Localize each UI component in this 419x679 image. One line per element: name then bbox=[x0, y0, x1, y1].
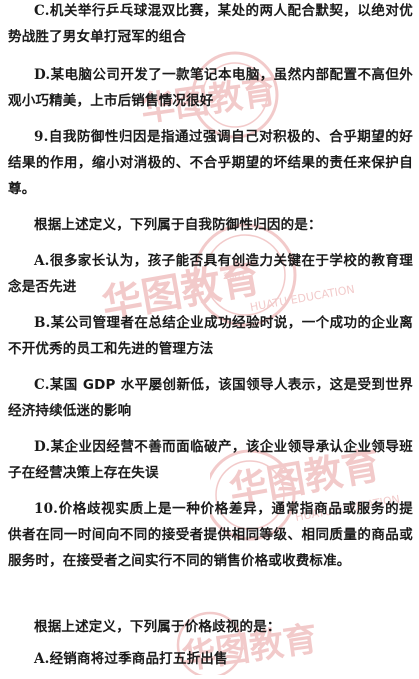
option-letter: A. bbox=[34, 253, 50, 269]
option-text: 某企业因经营不善而面临破产，该企业领导承认企业领导班子在经营决策上存在失误 bbox=[8, 439, 413, 481]
option-letter: D. bbox=[34, 67, 51, 83]
option-text: 某国 GDP 水平屡创新低，该国领导人表示，这是受到世界经济持续低迷的影响 bbox=[8, 377, 413, 419]
question-10-prompt: 根据上述定义，下列属于价格歧视的是： bbox=[8, 614, 413, 640]
question-10-stem: 10.价格歧视实质上是一种价格差异，通常指商品或服务的提供者在同一时间向不同的接… bbox=[8, 496, 413, 574]
question-text: 自我防御性归因是指通过强调自己对积极的、合乎期望的好结果的作用，缩小对消极的、不… bbox=[8, 129, 413, 197]
option-a-q10: A.经销商将过季商品打五折出售 bbox=[8, 646, 413, 672]
option-d-q9: D.某企业因经营不善而面临破产，该企业领导承认企业领导班子在经营决策上存在失误 bbox=[8, 434, 413, 486]
option-letter: C. bbox=[34, 3, 50, 19]
question-text: 价格歧视实质上是一种价格差异，通常指商品或服务的提供者在同一时间向不同的接受者提… bbox=[8, 501, 413, 569]
question-number: 10. bbox=[34, 501, 59, 517]
prompt-text: 根据上述定义，下列属于价格歧视的是： bbox=[34, 619, 281, 635]
option-c-q9: C.某国 GDP 水平屡创新低，该国领导人表示，这是受到世界经济持续低迷的影响 bbox=[8, 372, 413, 424]
option-letter: B. bbox=[34, 315, 51, 331]
option-letter: D. bbox=[34, 439, 51, 455]
option-d-prev: D.某电脑公司开发了一款笔记本电脑，虽然内部配置不高但外观小巧精美，上市后销售情… bbox=[8, 62, 413, 114]
option-c-prev: C.机关举行乒乓球混双比赛，某处的两人配合默契，以绝对优势战胜了男女单打冠军的组… bbox=[8, 0, 413, 50]
option-letter: A. bbox=[34, 651, 50, 667]
option-b-q9: B.某公司管理者在总结企业成功经验时说，一个成功的企业离不开优秀的员工和先进的管… bbox=[8, 310, 413, 362]
question-9-stem: 9.自我防御性归因是指通过强调自己对积极的、合乎期望的好结果的作用，缩小对消极的… bbox=[8, 124, 413, 202]
option-text: 经销商将过季商品打五折出售 bbox=[49, 651, 228, 667]
option-text: 某公司管理者在总结企业成功经验时说，一个成功的企业离不开优秀的员工和先进的管理方… bbox=[8, 315, 413, 357]
option-letter: C. bbox=[34, 377, 50, 393]
question-number: 9. bbox=[34, 129, 49, 145]
option-text: 某电脑公司开发了一款笔记本电脑，虽然内部配置不高但外观小巧精美，上市后销售情况很… bbox=[8, 67, 413, 109]
option-a-q9: A.很多家长认为，孩子能否具有创造力关键在于学校的教育理念是否先进 bbox=[8, 248, 413, 300]
option-text: 机关举行乒乓球混双比赛，某处的两人配合默契，以绝对优势战胜了男女单打冠军的组合 bbox=[8, 3, 413, 45]
prompt-text: 根据上述定义，下列属于自我防御性归因的是： bbox=[34, 217, 322, 233]
question-9-prompt: 根据上述定义，下列属于自我防御性归因的是： bbox=[8, 212, 413, 238]
option-text: 很多家长认为，孩子能否具有创造力关键在于学校的教育理念是否先进 bbox=[8, 253, 413, 295]
